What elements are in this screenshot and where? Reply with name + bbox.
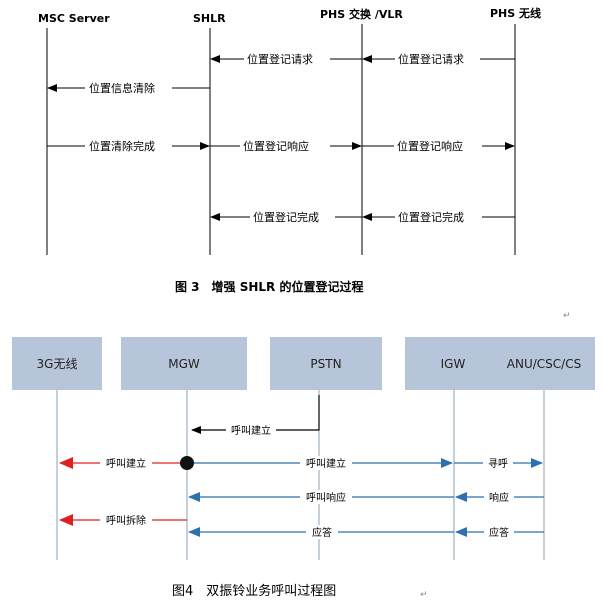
fig4-caption: 图4 双振铃业务呼叫过程图 [172, 583, 336, 599]
fig4-msg-7: 呼叫拆除 [106, 514, 146, 527]
fig4-msg-2: 呼叫建立 [106, 457, 146, 470]
fig4-node-igw: IGW [441, 357, 466, 371]
paragraph-mark-icon-2: ↵ [420, 590, 428, 600]
fig3-node-msc-server: MSC Server [38, 12, 110, 25]
fig4-box-3g-wireless [12, 337, 102, 390]
fig3-msg-2: 位置登记请求 [247, 52, 313, 66]
fig4-box-igw-anu [405, 337, 595, 390]
fig4-msg-6: 响应 [489, 491, 509, 504]
fig3-msg-1: 位置登记请求 [398, 52, 464, 66]
fig4-msg-1: 呼叫建立 [231, 424, 271, 437]
fig4-mgw-junction-dot [180, 456, 194, 470]
fig3-msg-8: 位置登记完成 [398, 210, 464, 224]
paragraph-mark-icon: ↵ [563, 311, 571, 321]
figure-4: 3G无线 MGW PSTN IGW ANU/CSC/CS 呼叫建立 呼叫建立 呼… [12, 337, 595, 600]
fig4-node-3g-wireless: 3G无线 [37, 357, 78, 371]
fig3-msg-6: 位置登记响应 [397, 139, 463, 153]
fig4-msg-4: 寻呼 [488, 458, 508, 470]
fig3-node-shlr: SHLR [193, 12, 226, 25]
fig3-msg-3: 位置信息清除 [89, 81, 155, 95]
fig3-msg-4: 位置清除完成 [89, 139, 155, 153]
fig4-msg-9: 应答 [489, 526, 509, 539]
figure-3: MSC Server SHLR PHS 交换 /VLR PHS 无线 位置登记请… [38, 6, 541, 294]
fig4-msg-3: 呼叫建立 [306, 457, 346, 470]
fig3-msg-7: 位置登记完成 [253, 210, 319, 224]
fig4-node-pstn: PSTN [310, 357, 341, 371]
fig3-node-phs-switch-vlr: PHS 交换 /VLR [320, 7, 403, 21]
fig4-box-pstn [270, 337, 382, 390]
fig3-msg-5: 位置登记响应 [243, 139, 309, 153]
fig4-msg-5: 呼叫响应 [306, 491, 346, 504]
fig4-node-anu-csc-cs: ANU/CSC/CS [507, 357, 581, 371]
fig4-box-mgw [121, 337, 247, 390]
fig3-caption: 图 3 增强 SHLR 的位置登记过程 [175, 279, 363, 294]
fig4-node-mgw: MGW [168, 357, 200, 371]
fig3-node-phs-wireless: PHS 无线 [490, 6, 541, 20]
fig4-msg-8: 应答 [312, 526, 332, 539]
